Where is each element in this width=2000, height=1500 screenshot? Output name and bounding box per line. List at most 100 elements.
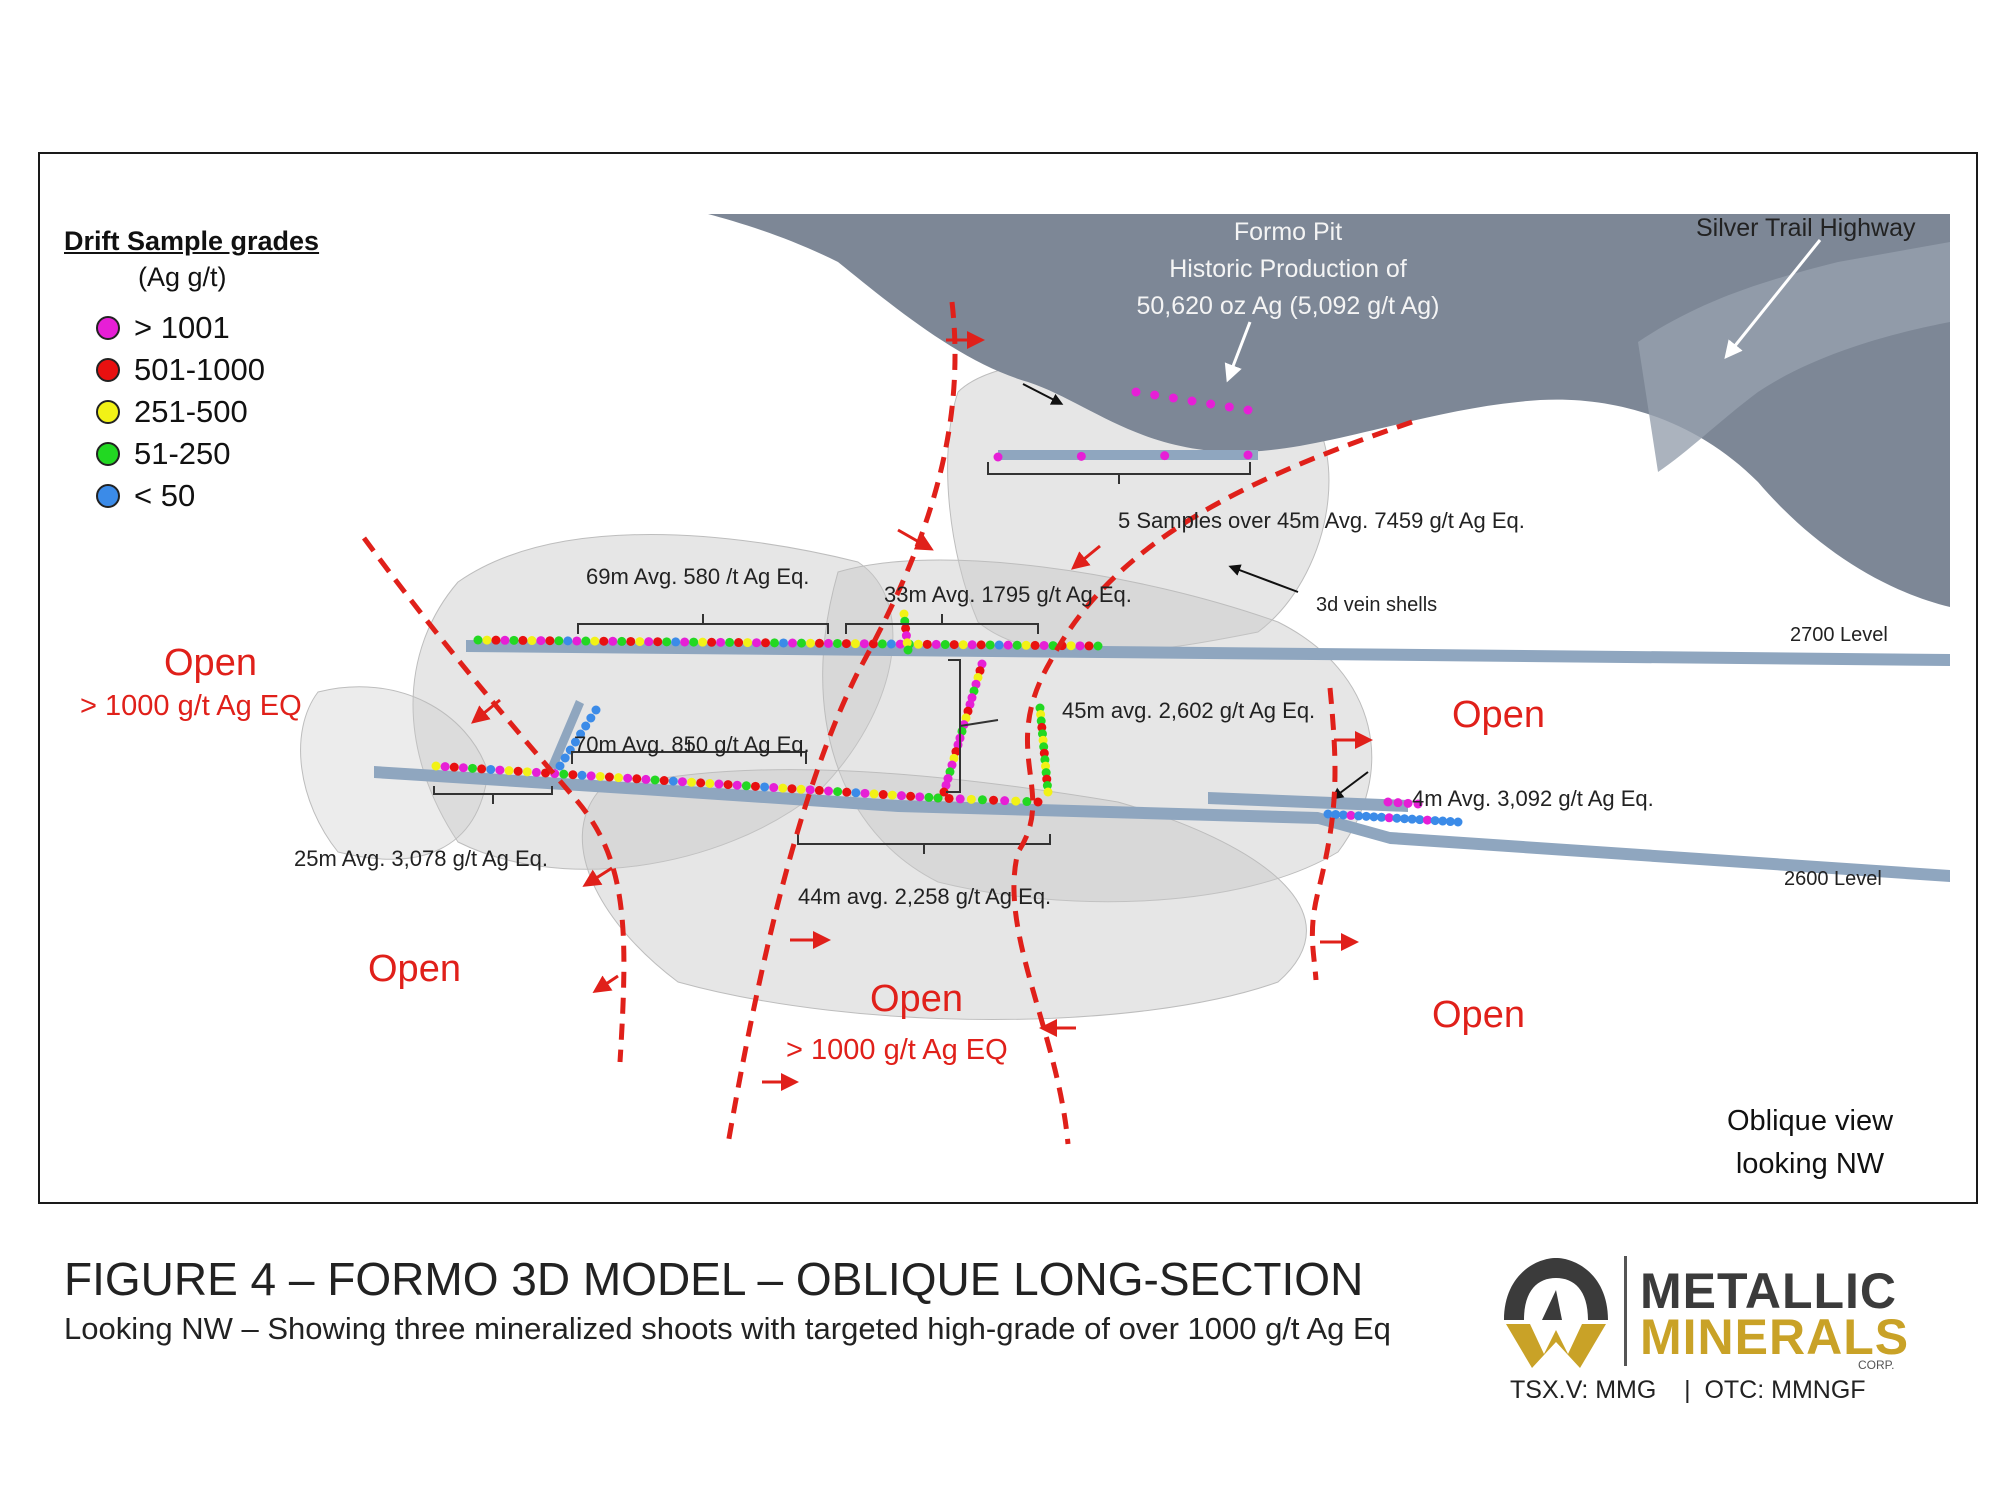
model-scene <box>300 214 1950 1145</box>
movement-arrow <box>592 974 619 993</box>
sample-point <box>590 636 600 646</box>
sample-point <box>531 767 541 777</box>
annotation-4m: 4m Avg. 3,092 g/t Ag Eq. <box>1412 786 1654 811</box>
annotation-5-samples: 5 Samples over 45m Avg. 7459 g/t Ag Eq. <box>1118 508 1525 533</box>
bracket-5-samples <box>987 462 1251 484</box>
legend-swatch <box>96 484 120 508</box>
drift-upper-pit <box>998 450 1258 460</box>
sample-point <box>896 791 906 801</box>
arrow-4m <box>1331 771 1369 800</box>
sample-point <box>1150 390 1160 400</box>
sample-point <box>770 638 780 648</box>
sample-point <box>833 787 843 797</box>
upper-shell-arrow <box>1022 383 1064 405</box>
fault-central-east <box>1011 419 1413 1145</box>
brand-name-line1: METALLIC <box>1640 1263 1898 1319</box>
legend-label: 501-1000 <box>134 352 266 387</box>
sample-point <box>440 762 450 772</box>
sample-point <box>486 764 496 774</box>
sample-point <box>527 636 537 646</box>
sample-point <box>967 640 977 650</box>
pit-label-line2: Historic Production of <box>1169 255 1407 283</box>
sample-point <box>1206 399 1216 409</box>
sample-point <box>994 640 1004 650</box>
sample-point <box>1037 722 1047 732</box>
open-sub-west: > 1000 g/t Ag EQ <box>80 690 302 722</box>
sample-point <box>653 637 663 647</box>
sample-point <box>698 637 708 647</box>
annotation-25m: 25m Avg. 3,078 g/t Ag Eq. <box>294 846 548 871</box>
sample-point <box>778 783 788 793</box>
fault-east <box>1309 687 1338 981</box>
sample-point <box>608 636 618 646</box>
view-note-line2: looking NW <box>1735 1148 1885 1180</box>
movement-arrow <box>582 866 613 887</box>
label-2600-level: 2600 Level <box>1784 868 1882 890</box>
brackets <box>433 462 1251 854</box>
sample-point <box>576 729 586 739</box>
sample-point <box>1021 640 1031 650</box>
sample-point <box>787 638 797 648</box>
annotation-44m: 44m avg. 2,258 g/t Ag Eq. <box>798 884 1052 909</box>
sample-point <box>1438 816 1448 826</box>
sample-point <box>482 635 492 645</box>
sample-point <box>1131 387 1141 397</box>
sample-point <box>787 784 797 794</box>
sample-point <box>614 773 624 783</box>
movement-arrow <box>897 528 934 551</box>
sample-point <box>477 764 487 774</box>
sample-point <box>632 774 642 784</box>
annotation-45m: 45m avg. 2,602 g/t Ag Eq. <box>1062 698 1316 723</box>
sample-point <box>741 781 751 791</box>
sample-point <box>626 636 636 646</box>
highway-label: Silver Trail Highway <box>1696 214 1916 242</box>
drift-connector <box>1208 792 1408 812</box>
sample-point <box>1403 798 1413 808</box>
sample-point <box>586 713 596 723</box>
sample-point <box>869 789 879 799</box>
sample-point <box>1399 814 1409 824</box>
sample-point <box>591 705 601 715</box>
sample-point <box>1042 781 1052 791</box>
movement-arrow <box>1071 544 1101 570</box>
sample-point <box>1413 799 1423 809</box>
surface-ridge <box>1638 242 1950 472</box>
sample-point <box>1392 813 1402 823</box>
ticker-symbols: TSX.V: MMG | OTC: MMNGF <box>1510 1376 1866 1404</box>
legend-label: 251-500 <box>134 394 248 429</box>
bracket-45m <box>946 659 999 793</box>
sample-point <box>1039 742 1049 752</box>
open-label-west: Open <box>164 642 257 684</box>
sample-point <box>509 635 519 645</box>
sample-point <box>1043 787 1053 797</box>
sample-point <box>752 638 762 648</box>
sample-point <box>707 637 717 647</box>
sample-point <box>1323 809 1333 819</box>
sample-point <box>842 787 852 797</box>
sample-point <box>899 609 909 619</box>
bracket-69m <box>577 614 829 634</box>
sample-point <box>725 637 735 647</box>
sample-point <box>732 780 742 790</box>
sample-point <box>1042 774 1052 784</box>
sample-point <box>536 636 546 646</box>
sample-point <box>1377 812 1387 822</box>
sample-point <box>1338 810 1348 820</box>
sample-point <box>1168 393 1178 403</box>
sample-point <box>1093 641 1103 651</box>
sample-point <box>915 792 925 802</box>
drift-sample-points <box>431 387 1463 827</box>
sample-point <box>568 770 578 780</box>
sample-point <box>1383 797 1393 807</box>
sample-point <box>595 771 605 781</box>
sample-point <box>993 452 1003 462</box>
sample-point <box>1076 451 1086 461</box>
sample-point <box>723 780 733 790</box>
sample-point <box>1033 797 1043 807</box>
sample-point <box>805 785 815 795</box>
sample-point <box>958 640 968 650</box>
open-label-southeast: Open <box>1432 994 1525 1036</box>
sample-point <box>545 636 555 646</box>
sample-point <box>1361 811 1371 821</box>
sample-point <box>1354 811 1364 821</box>
